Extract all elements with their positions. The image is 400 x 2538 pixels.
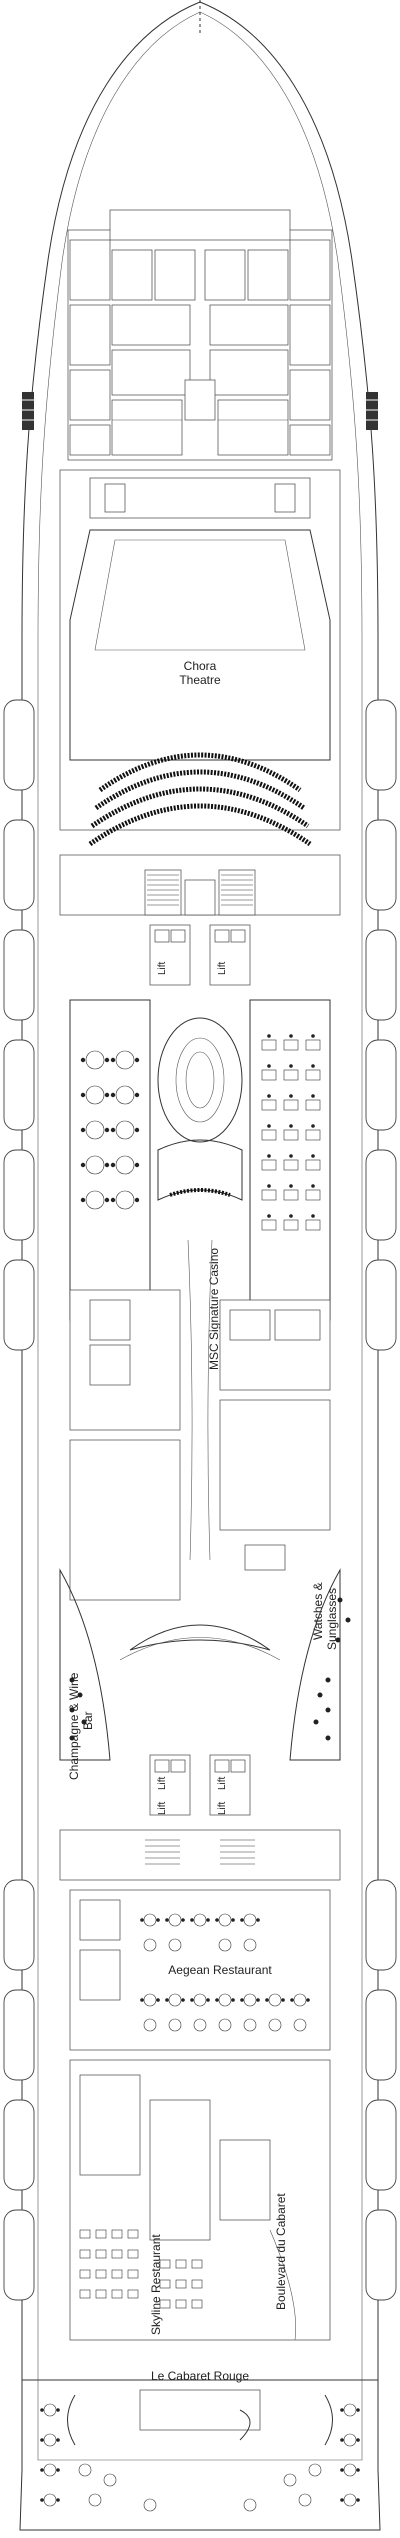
casino-tables-right xyxy=(261,1034,321,1231)
ship-hull xyxy=(19,0,381,2531)
lift-label-aft-port-2: Lift xyxy=(157,1801,168,1815)
watches-label-line2: Sunglasses xyxy=(325,1588,339,1650)
watches-label-line1: Watches & xyxy=(311,1582,325,1640)
atrium-champagne-bar: Champagne & Wine Bar xyxy=(59,1568,351,1780)
lift-label-fwd-port: Lift xyxy=(157,961,168,975)
cabaret-tables xyxy=(43,2403,357,2512)
chora-theatre-label-line1: Chora xyxy=(184,659,217,673)
theatre-foyer-stairs xyxy=(59,854,341,916)
casino-label: MSC Signature Casino xyxy=(207,1248,221,1370)
lifeboats-port xyxy=(3,699,35,2301)
cabaret-rouge-label: Le Cabaret Rouge xyxy=(151,2369,249,2383)
lift-label-aft-stbd-1: Lift xyxy=(217,1776,228,1790)
lift-label-aft-port-1: Lift xyxy=(157,1776,168,1790)
lift-label-fwd-stbd: Lift xyxy=(217,961,228,975)
lifeboats-starboard xyxy=(365,699,397,2301)
aft-lift-lobby: Lift Lift Lift Lift xyxy=(59,1754,341,1881)
aegean-tables xyxy=(143,1913,307,2032)
aegean-restaurant: Aegean Restaurant xyxy=(69,1889,331,2051)
champagne-label-line2: Bar xyxy=(81,1711,95,1730)
skyline-restaurant-area: Skyline Restaurant Boulevard du Cabaret xyxy=(69,2059,331,2341)
le-cabaret-rouge: Le Cabaret Rouge xyxy=(22,2369,378,2512)
bow-grilles xyxy=(22,392,378,430)
boulevard-label: Boulevard du Cabaret xyxy=(274,2193,288,2310)
skyline-restaurant-label: Skyline Restaurant xyxy=(149,2234,163,2335)
aegean-restaurant-label: Aegean Restaurant xyxy=(168,1963,272,1977)
chora-theatre-label-line2: Theatre xyxy=(179,673,221,687)
champagne-label-line1: Champagne & Wine xyxy=(67,1672,81,1780)
midship-shops: Watches & Sunglasses xyxy=(69,1239,339,1650)
casino-center-bar xyxy=(157,1017,243,1201)
casino-tables-left xyxy=(80,1050,140,1210)
theatre-seating xyxy=(88,752,312,847)
forward-lift-lobby: Lift Lift xyxy=(149,924,251,986)
chora-theatre: Chora Theatre xyxy=(59,469,341,847)
skyline-tables xyxy=(79,2229,203,2309)
lift-label-aft-stbd-2: Lift xyxy=(217,1801,228,1815)
forward-service-rooms xyxy=(67,209,333,461)
